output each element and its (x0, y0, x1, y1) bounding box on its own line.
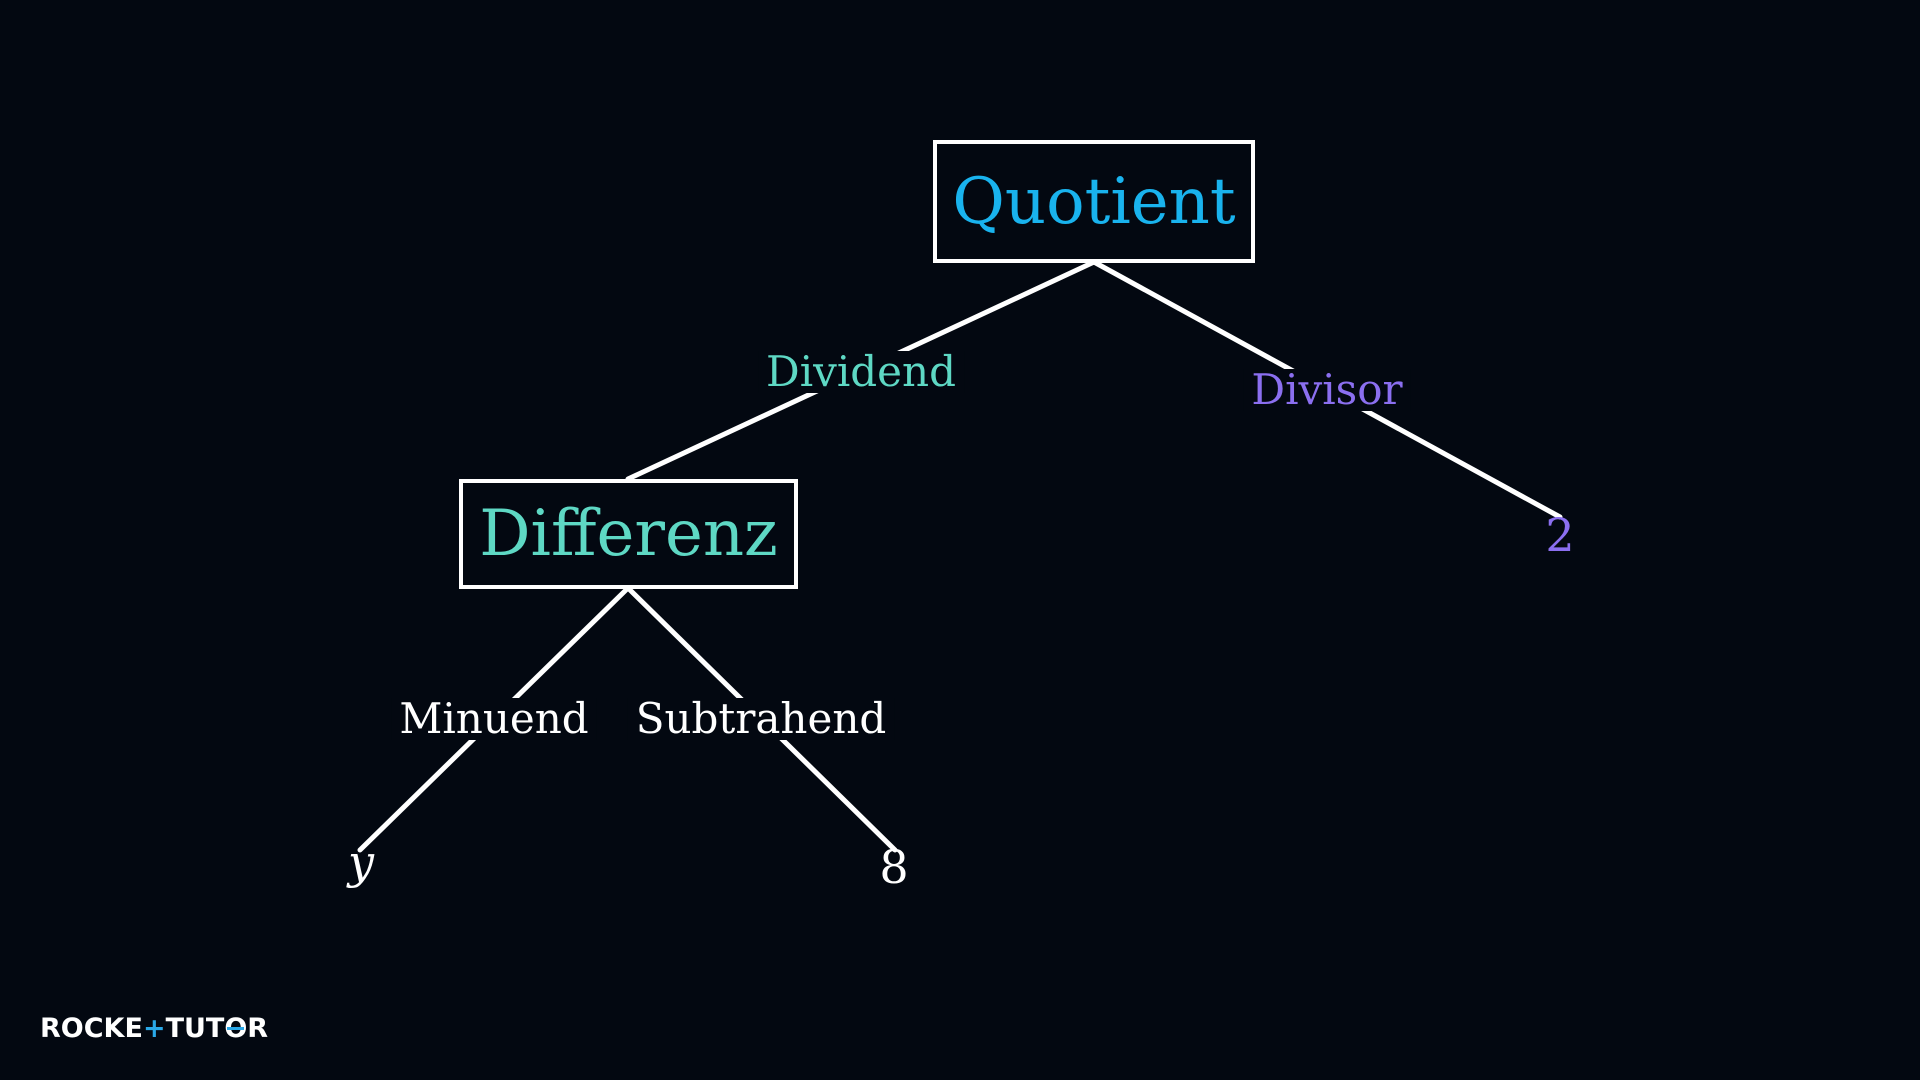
quotient-label: Quotient (952, 164, 1236, 239)
logo-text-tut: TUT (165, 1012, 225, 1044)
dividend-edge-label: Dividend (758, 351, 964, 393)
differenz-label: Differenz (479, 497, 778, 571)
minuend-value: y (348, 835, 374, 889)
minuend-edge-label: Minuend (391, 698, 597, 740)
logo-o-mark: O (224, 1012, 248, 1044)
differenz-node: Differenz (459, 479, 798, 589)
divisor-value: 2 (1545, 508, 1575, 562)
subtrahend-edge-label: Subtrahend (627, 698, 895, 740)
logo-text-r: R (247, 1012, 269, 1044)
subtrahend-value: 8 (879, 840, 909, 894)
logo-plus-icon: + (142, 1012, 166, 1044)
divisor-edge-label: Divisor (1243, 369, 1411, 411)
logo-text-rocke: ROCKE (40, 1012, 143, 1044)
quotient-node: Quotient (933, 140, 1255, 263)
